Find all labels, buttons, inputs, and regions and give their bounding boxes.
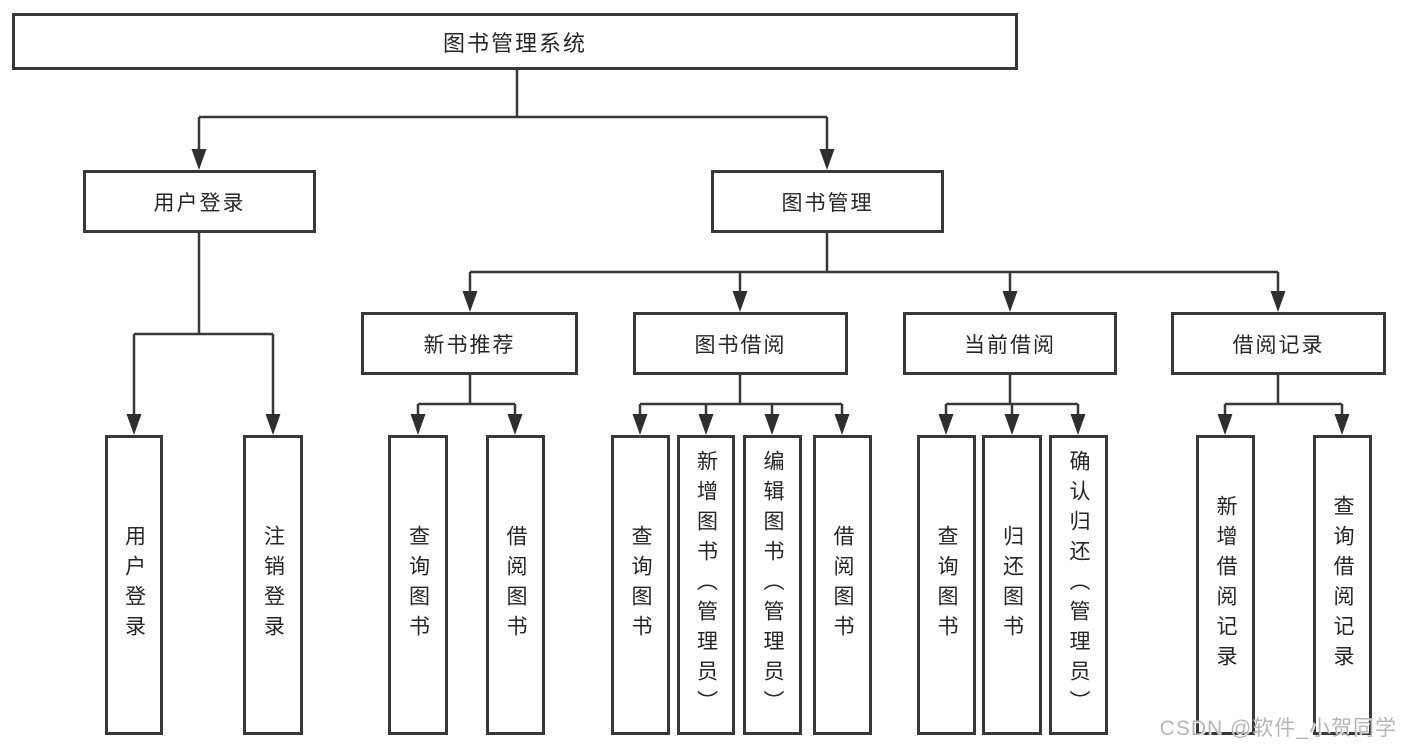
node-leaf-add-borrow-record: 新增借阅记录 [1196,435,1255,735]
node-leaf-confirm-return-admin: 确认归还（管理员） [1049,435,1108,735]
node-current-borrowing: 当前借阅 [903,312,1117,375]
node-leaf-logout: 注销登录 [243,435,303,735]
node-library-management-system: 图书管理系统 [12,13,1018,70]
arrowhead-icons [126,149,1350,435]
node-leaf-borrow-books-recommend: 借阅图书 [486,435,545,735]
node-leaf-query-books-recommend: 查询图书 [388,435,448,735]
node-leaf-borrow-books: 借阅图书 [813,435,872,735]
node-borrowing-records: 借阅记录 [1171,312,1386,375]
node-leaf-return-books: 归还图书 [982,435,1042,735]
node-leaf-query-books-current: 查询图书 [917,435,976,735]
node-user-login: 用户登录 [83,170,316,233]
node-leaf-query-borrow-record: 查询借阅记录 [1313,435,1372,735]
node-new-book-recommendation: 新书推荐 [361,312,578,375]
node-leaf-add-books-admin: 新增图书（管理员） [677,435,735,735]
node-leaf-query-books-borrow: 查询图书 [611,435,670,735]
node-leaf-edit-books-admin: 编辑图书（管理员） [743,435,802,735]
csdn-watermark: CSDN @软件_小贺同学 [1159,717,1397,740]
node-book-borrowing: 图书借阅 [633,312,848,375]
node-book-management: 图书管理 [711,170,944,233]
node-leaf-user-login: 用户登录 [105,435,163,735]
